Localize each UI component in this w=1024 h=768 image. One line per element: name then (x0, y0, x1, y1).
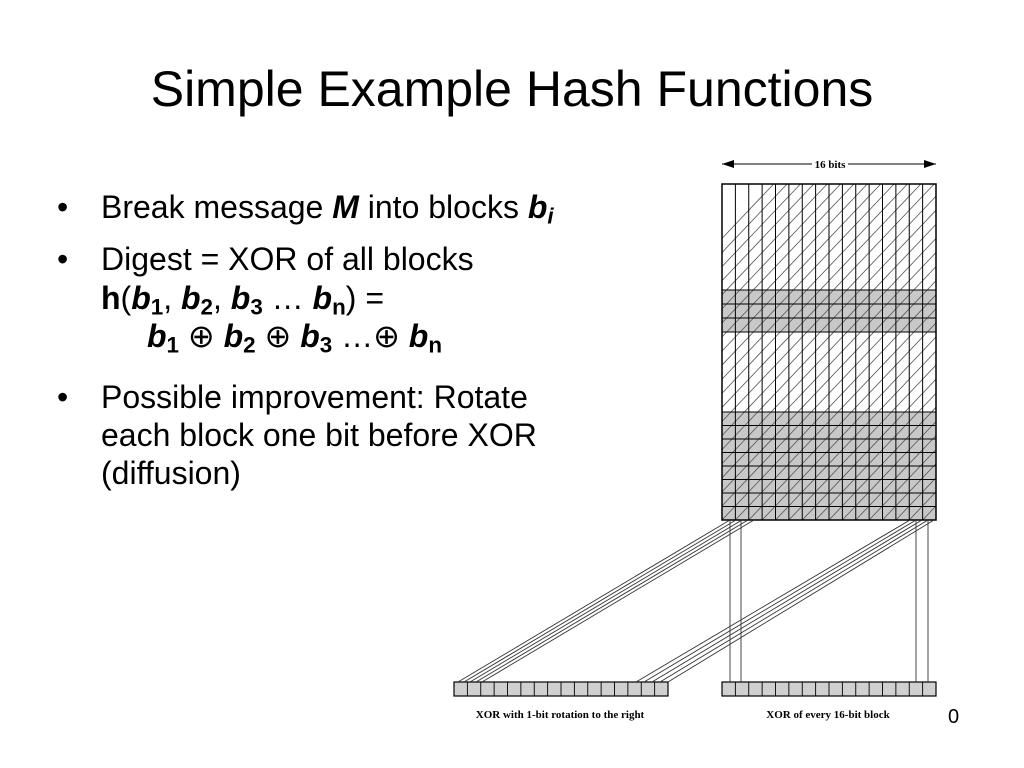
hash-symbol: h (101, 279, 121, 316)
bullet-dot: • (57, 241, 69, 278)
rotation-line (722, 184, 841, 310)
rotation-line (935, 519, 936, 520)
paren-close: ) (345, 279, 357, 316)
rotation-line (722, 184, 868, 338)
b-symbol: b (300, 318, 320, 355)
bullet-list: • Break message M into blocks bi • Diges… (55, 188, 695, 493)
xor-formula-line: b1 ⊕ b2 ⊕ b3 …⊕ bn (101, 317, 695, 358)
ellipsis: … (262, 279, 313, 316)
digest-line: Digest = XOR of all blocks (101, 241, 474, 278)
rotation-line (722, 184, 935, 408)
rotate-connection-line (463, 519, 737, 683)
sub-3: 3 (319, 332, 333, 358)
sub-n: n (428, 332, 443, 358)
rotation-line (722, 184, 801, 268)
comma: , (163, 279, 181, 316)
rotation-line (722, 184, 895, 366)
message-symbol: M (332, 189, 359, 225)
sub-3: 3 (250, 294, 263, 320)
b-symbol: b (230, 279, 251, 316)
b-symbol: b (147, 318, 167, 355)
slide-title: Simple Example Hash Functions (150, 61, 874, 117)
bullet-improvement: • Possible improvement: Rotate each bloc… (55, 378, 695, 493)
hash-formula-line: h(b1, b2, b3 … bn) = (101, 279, 695, 320)
equals: = (356, 279, 385, 316)
width-arrow (722, 160, 936, 168)
bullet-digest: • Digest = XOR of all blocks h(b1, b2, b… (55, 240, 695, 358)
caption-left: XOR with 1-bit rotation to the right (476, 709, 645, 721)
b-symbol: b (180, 279, 201, 316)
rotation-line (722, 184, 788, 254)
rotate-connection-line (667, 519, 935, 683)
b-symbol: b (408, 318, 429, 355)
improvement-line-1: Possible improvement: Rotate (101, 378, 528, 415)
block-stack-outline (721, 183, 937, 521)
block-subscript: i (547, 203, 554, 229)
rotate-connection-line (651, 519, 923, 683)
improvement-line-2: each block one bit before XOR (101, 416, 537, 453)
sub-1: 1 (150, 294, 164, 320)
improvement-line-3: (diffusion) (101, 455, 241, 492)
rotation-line (722, 237, 936, 465)
block-symbol: b (527, 189, 548, 225)
diagram-graphics (453, 183, 960, 697)
rotation-line (722, 184, 828, 296)
bullet-break-message: • Break message M into blocks bi (55, 188, 695, 229)
rotation-line (722, 184, 908, 380)
paren-open: ( (120, 279, 132, 316)
width-label: 16 bits (815, 159, 847, 171)
rotation-line (722, 184, 815, 282)
sub-2: 2 (243, 332, 256, 358)
rotate-connection-line (635, 519, 911, 683)
rotate-connection-line (457, 519, 731, 683)
caption-right: XOR of every 16-bit block (766, 709, 890, 721)
ellipsis-xor: …⊕ (332, 318, 409, 355)
rotation-line (949, 184, 960, 520)
bullet-dot: • (57, 189, 69, 225)
rotate-connection-line (643, 519, 917, 683)
rotation-line (722, 195, 936, 423)
rotation-line (722, 184, 855, 324)
xor-op: ⊕ (255, 318, 301, 355)
rotation-line (722, 184, 881, 352)
sub-1: 1 (166, 332, 179, 358)
hash-xor-diagram: 16 bits XOR with 1-bit rotation to the r… (453, 159, 960, 721)
rotate-connection-line (475, 519, 749, 683)
rotate-connection-line (659, 519, 929, 683)
sub-n: n (332, 294, 346, 320)
b-symbol: b (223, 318, 244, 355)
rotation-line (722, 223, 936, 451)
bullet-dot: • (57, 378, 69, 415)
comma: , (212, 279, 231, 316)
rotation-line (722, 209, 936, 437)
xor-op: ⊕ (179, 318, 224, 355)
rotate-connection-line (481, 519, 755, 683)
rotation-line (722, 184, 922, 394)
b-symbol: b (131, 279, 151, 316)
bullet1-mid: into blocks (358, 189, 528, 225)
b-symbol: b (312, 279, 333, 316)
page-number: 0 (948, 706, 960, 728)
rotate-connection-line (469, 519, 743, 683)
bullet1-pre: Break message (101, 189, 333, 225)
sub-2: 2 (200, 294, 213, 320)
